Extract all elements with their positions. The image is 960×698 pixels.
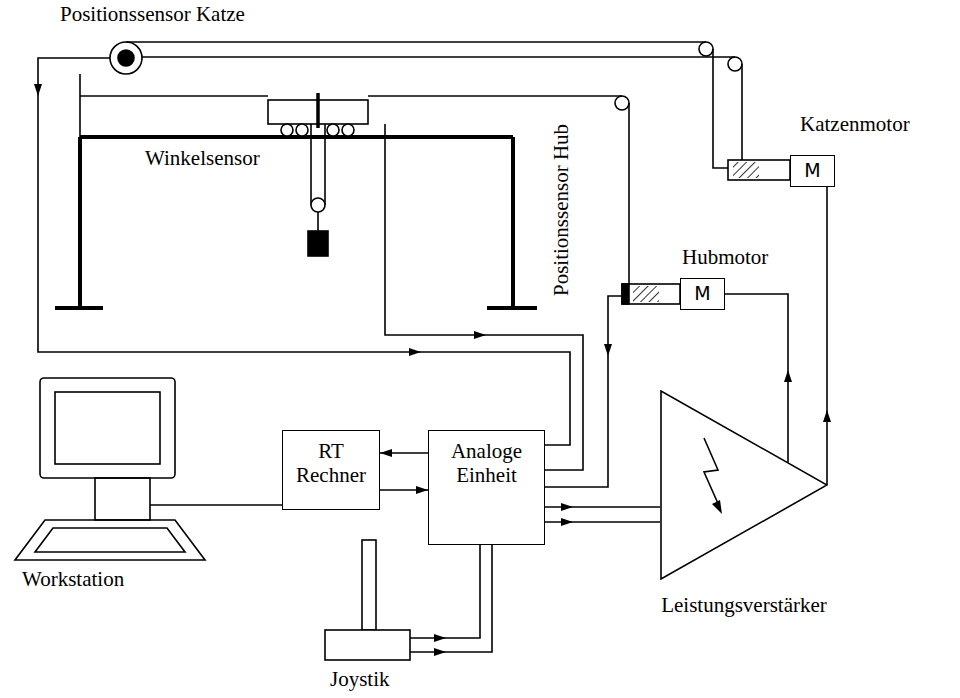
part-label: Workstation xyxy=(22,568,124,591)
connector-line xyxy=(826,187,828,485)
signal-connector xyxy=(545,503,660,511)
process-box: Analoge Einheit xyxy=(428,430,545,545)
part-label: Katzenmotor xyxy=(800,113,910,136)
node-text: M xyxy=(791,156,834,184)
motor-box: M xyxy=(680,278,725,310)
part-label: Positionssensor Hub xyxy=(550,96,573,296)
part-label: Hubmotor xyxy=(682,246,768,269)
arrow-head xyxy=(784,370,792,382)
signal-connector xyxy=(545,518,660,526)
amplifier-outline xyxy=(660,390,828,580)
motor-box: M xyxy=(790,155,835,187)
process-box: RT Rechner xyxy=(282,430,380,510)
arrow-head xyxy=(561,503,573,511)
arrow-head xyxy=(416,486,428,494)
amplifier-triangle: Leistungsverstärker xyxy=(660,390,828,620)
node-text: Analoge Einheit xyxy=(433,439,540,487)
part-label: Joystik xyxy=(330,668,390,691)
amplifier-label: Leistungsverstärker xyxy=(661,593,827,618)
node-text: RT Rechner xyxy=(287,439,375,487)
arrow-head xyxy=(823,410,831,422)
signal-connector xyxy=(823,187,831,485)
signal-connector xyxy=(380,486,428,494)
arrow-head xyxy=(380,449,392,457)
signal-connector xyxy=(380,449,428,457)
part-label: Positionssensor Katze xyxy=(60,3,245,26)
arrow-head xyxy=(561,518,573,526)
node-text: M xyxy=(681,279,724,307)
part-label: Winkelsensor xyxy=(145,147,260,170)
